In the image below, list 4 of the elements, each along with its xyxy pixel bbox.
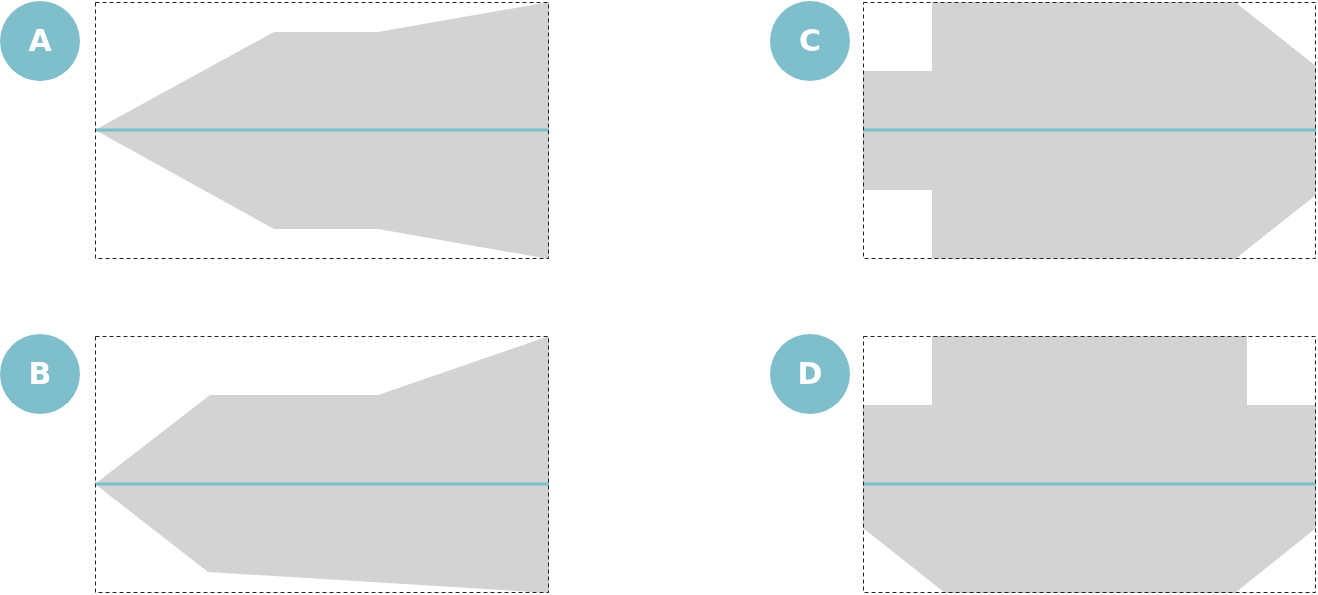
- letter-circle: B: [0, 334, 80, 414]
- letter-circle: A: [0, 1, 80, 81]
- letter-circle: C: [770, 1, 850, 81]
- letter-circle: D: [770, 334, 850, 414]
